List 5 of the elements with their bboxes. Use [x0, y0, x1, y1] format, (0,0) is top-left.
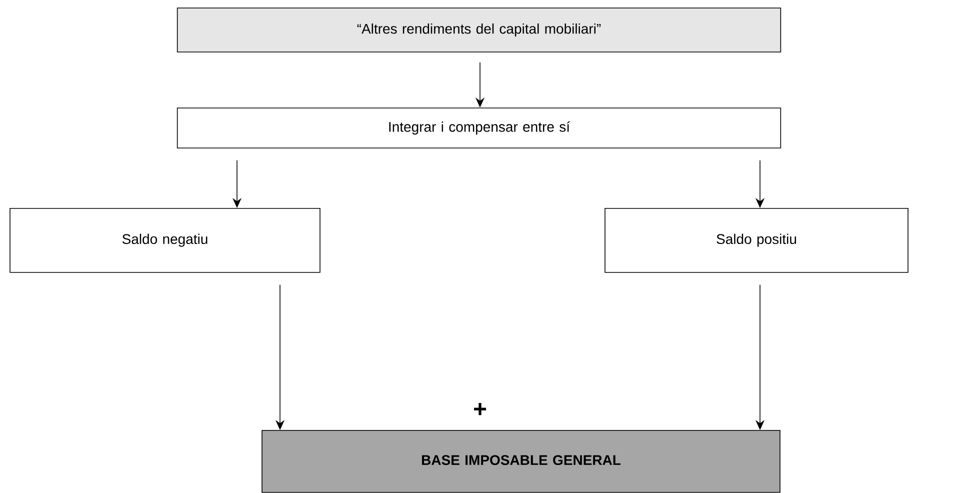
process-box: Saldo positiu: [604, 208, 908, 273]
process-box: “Altres rendiments del capital mobiliari”: [176, 8, 782, 52]
process-box: Saldo negatiu: [10, 208, 320, 273]
process-box: BASE IMPOSABLE GENERAL: [262, 430, 780, 493]
process-box: Integrar i compensar entre sí: [176, 108, 782, 148]
